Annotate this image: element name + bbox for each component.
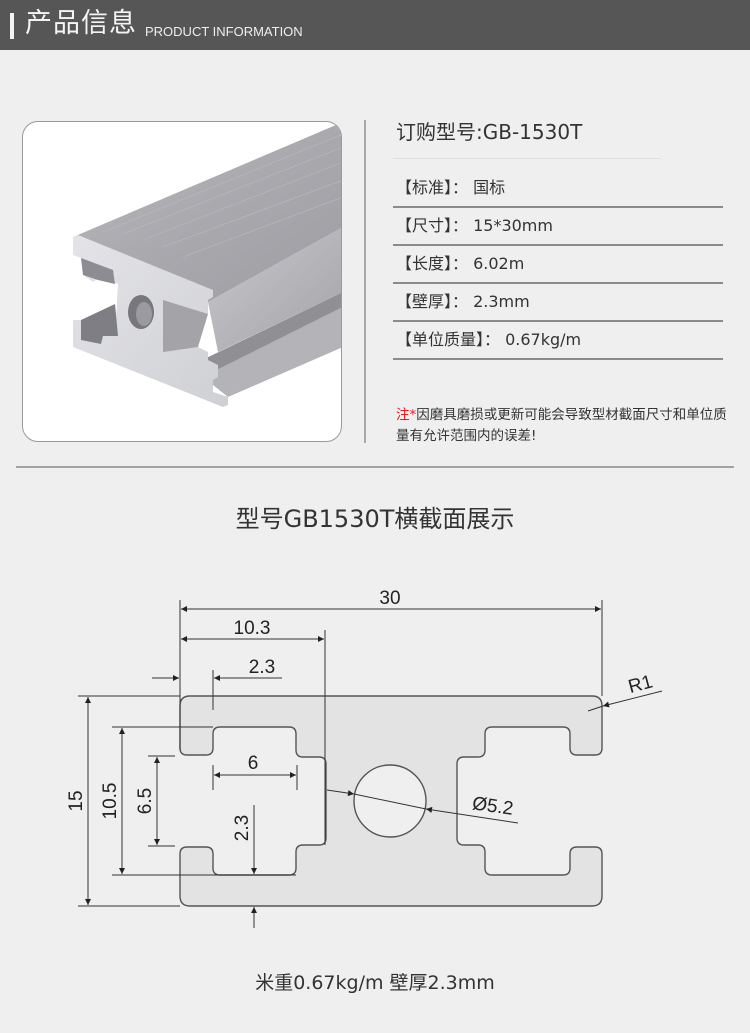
spec-row-wall-thickness: 【壁厚】： 2.3mm [393,284,723,322]
cross-section-title: 型号GB1530T横截面展示 [235,505,515,533]
header-subtitle: PRODUCT INFORMATION [145,24,303,39]
note-prefix: 注* [396,407,417,423]
spec-row-length: 【长度】： 6.02m [393,246,723,284]
order-model-title: 订购型号:GB-1530T [396,120,583,144]
spec-size-text: 【尺寸】： 15*30mm [396,216,553,235]
profile-cross-section-diagram: 30 10.3 2.3 6 15 10.5 6.5 2.3 R1 Ø5.2 [66,588,663,928]
dim-height-total: 15 [66,790,87,811]
spec-standard-text: 【标准】： 国标 [396,178,506,197]
dim-slot-opening: 6.5 [135,788,156,814]
dim-slot-inner-height: 10.5 [100,783,121,820]
vertical-divider [364,120,366,443]
dim-slot-inner-width: 6 [248,753,259,774]
aluminum-profile-icon [73,122,341,407]
section-header: 产品信息 PRODUCT INFORMATION [0,0,750,50]
cross-section-drawing: 30 10.3 2.3 6 15 10.5 6.5 2.3 R1 Ø5.2 [0,570,750,950]
dim-wall-thickness: 2.3 [232,815,253,841]
dim-width-slot-web: 10.3 [234,618,271,639]
product-photo [22,121,342,442]
tolerance-note: 注*因磨具磨损或更新可能会导致型材截面尺寸和单位质量有允许范围内的误差! [396,405,731,447]
spec-wall-thickness-text: 【壁厚】： 2.3mm [396,292,530,311]
dim-hole-diameter: Ø5.2 [471,793,515,820]
header-accent-bar [10,13,14,39]
spec-row-unit-weight: 【单位质量】： 0.67kg/m [393,322,723,360]
header-title: 产品信息 [25,8,137,39]
dim-width-total: 30 [379,588,400,609]
note-text: 因磨具磨损或更新可能会导致型材截面尺寸和单位质量有允许范围内的误差! [396,407,727,444]
spec-length-text: 【长度】： 6.02m [396,254,525,273]
section-divider [16,466,734,468]
spec-row-size: 【尺寸】： 15*30mm [393,208,723,246]
cross-section-caption: 米重0.67kg/m 壁厚2.3mm [255,972,495,994]
dim-lip-width: 2.3 [249,657,275,678]
spec-row-standard: 【标准】： 国标 [393,170,723,208]
order-title-divider [393,158,661,159]
spec-unit-weight-text: 【单位质量】： 0.67kg/m [396,330,582,349]
